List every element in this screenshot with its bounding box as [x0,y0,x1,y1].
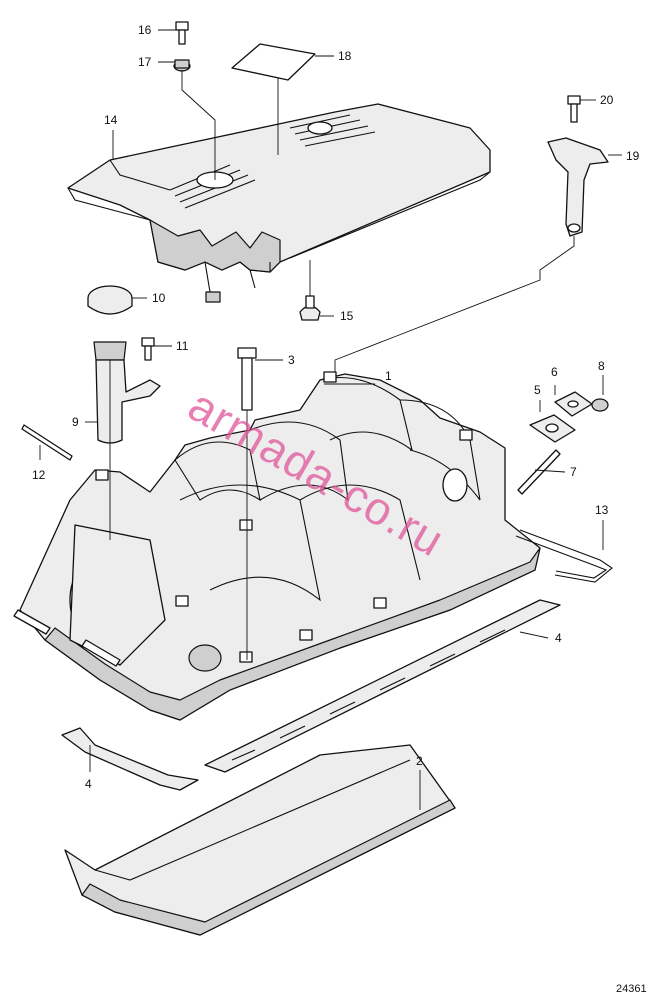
callout-14: 14 [104,113,118,127]
callout-19: 19 [626,149,640,163]
callout-1: 1 [385,369,392,383]
callout-13: 13 [595,503,609,517]
oil-filler-part [87,285,161,444]
callout-10: 10 [152,291,166,305]
leader-lines [39,29,622,810]
callout-4a: 4 [555,631,562,645]
callout-12: 12 [32,468,46,482]
heat-shield-part [64,744,456,936]
bracket-part [547,95,609,237]
callout-6: 6 [551,365,558,379]
callout-16: 16 [138,23,152,37]
callout-4b: 4 [85,777,92,791]
tube-part [515,529,613,583]
callout-11: 11 [176,339,189,353]
callout-9: 9 [72,415,79,429]
callout-20: 20 [600,93,614,107]
callout-7: 7 [570,465,577,479]
long-bolt-part [237,347,257,411]
callout-5: 5 [534,383,541,397]
reference-number: 24361 [616,983,647,995]
intake-manifold-part [19,371,541,721]
callout-8: 8 [598,359,605,373]
callout-17: 17 [138,55,152,69]
plug-part [205,291,321,321]
fitting-parts [517,391,609,495]
callout-3: 3 [288,353,295,367]
stud-part [13,424,121,667]
callout-15: 15 [340,309,354,323]
callout-18: 18 [338,49,352,63]
bolt-and-grommet-part [173,21,191,72]
label-sticker-part [231,43,316,81]
engine-cover-part [67,103,491,293]
gasket-part [61,599,561,791]
callout-2: 2 [416,754,423,768]
